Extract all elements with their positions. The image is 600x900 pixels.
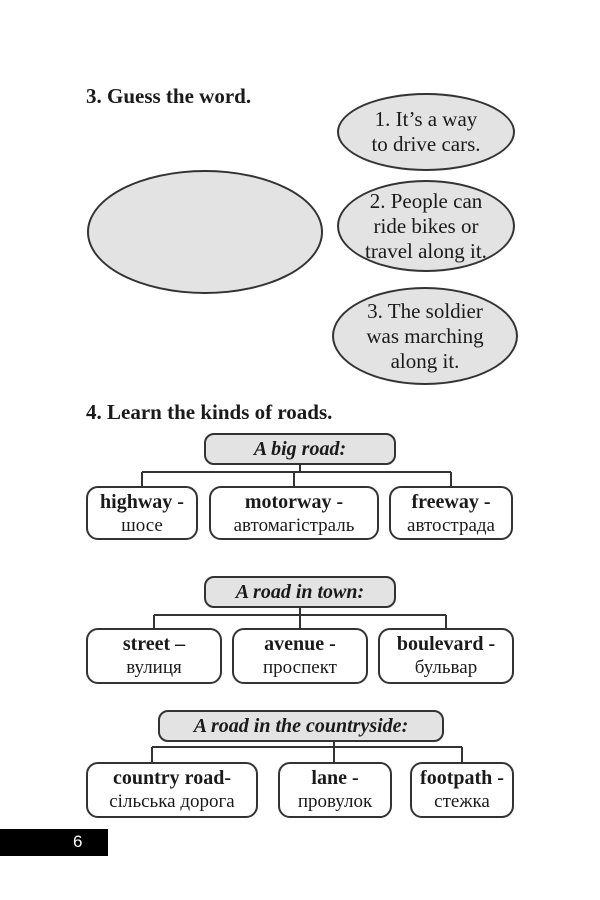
word-box-highway: highway - шосе [86,486,198,540]
word-english: highway - [100,491,184,513]
word-english: footpath - [420,767,504,789]
word-english: freeway - [411,491,491,513]
word-ukrainian: провулок [297,791,373,812]
category-road-in-town: A road in town: [204,576,396,608]
section-3-heading: 3. Guess the word. [86,84,252,108]
clue-line: 3. The soldier [367,298,483,323]
page-number: 6 [73,832,83,851]
clue-line: to drive cars. [371,132,481,156]
word-english: lane - [311,767,359,789]
word-english: country road- [113,767,231,789]
clue-line: along it. [390,348,460,373]
word-english: motorway - [244,491,344,513]
clue-oval-2: 2. People can ride bikes or travel along… [337,180,515,272]
clue-line: ride bikes or [373,213,479,238]
category-road-in-countryside: A road in the countryside: [158,710,444,742]
word-box-motorway: motorway - автомагістраль [209,486,379,540]
word-box-freeway: freeway - автострада [389,486,513,540]
word-box-boulevard: boulevard - бульвар [378,628,514,684]
word-ukrainian: вулиця [126,657,182,678]
word-ukrainian: стежка [434,791,490,812]
word-ukrainian: автострада [407,515,495,536]
word-ukrainian: шосе [121,515,163,536]
word-box-avenue: avenue - проспект [232,628,368,684]
word-english: avenue - [264,633,336,655]
word-box-country-road: country road- сільська дорога [86,762,258,818]
clue-oval-1: 1. It’s a way to drive cars. [337,93,515,171]
word-ukrainian: бульвар [414,657,478,678]
word-box-lane: lane - провулок [278,762,392,818]
clue-line: travel along it. [365,238,487,263]
clue-line: 2. People can [369,188,483,213]
word-box-footpath: footpath - стежка [410,762,514,818]
section-4-heading: 4. Learn the kinds of roads. [86,400,333,424]
word-ukrainian: сільська дорога [109,791,235,812]
category-big-road: A big road: [204,433,396,465]
clue-oval-3: 3. The soldier was marching along it. [332,287,518,385]
word-english: boulevard - [396,633,496,655]
page-number-bar [0,829,108,856]
word-ukrainian: проспект [263,657,337,678]
clue-line: 1. It’s a way [374,107,478,131]
answer-oval [87,170,323,294]
word-ukrainian: автомагістраль [233,515,355,536]
word-english: street – [122,633,186,655]
word-box-street: street – вулиця [86,628,222,684]
clue-line: was marching [366,323,484,348]
